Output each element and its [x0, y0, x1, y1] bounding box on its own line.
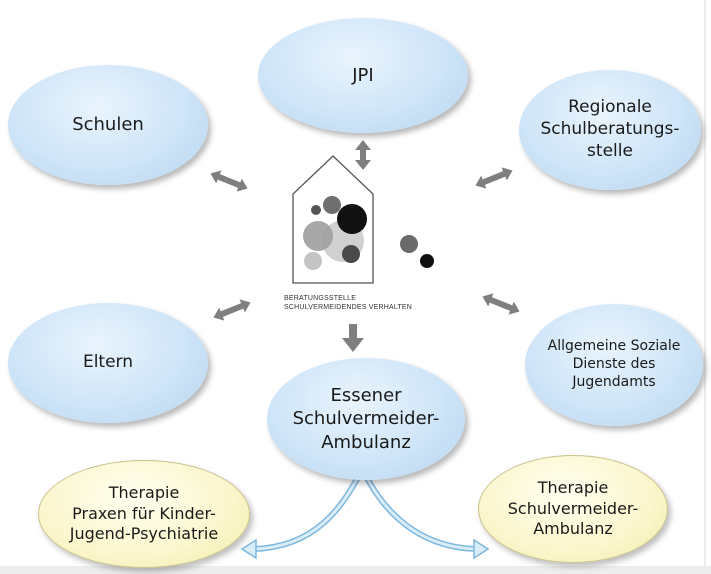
- connector-arrowhead-left: [240, 538, 257, 560]
- node-ambulanz-label: Essener Schulvermeider- Ambulanz: [292, 385, 440, 453]
- connector-arrows: [210, 140, 520, 352]
- therapy-connectors: [240, 471, 490, 560]
- arrow-eltern: [213, 299, 251, 321]
- logo-caption: BERATUNGSSTELLE SCHULVERMEIDENDES VERHAL…: [284, 294, 412, 312]
- arrow-schulen: [210, 170, 248, 192]
- node-allgemeine-soziale-dienste: Allgemeine Soziale Dienste des Jugendamt…: [525, 304, 703, 426]
- node-jpi-label: JPI: [352, 64, 374, 86]
- node-therapie-praxen: Therapie Praxen für Kinder- Jugend-Psych…: [38, 460, 250, 568]
- node-eltern: Eltern: [8, 303, 208, 423]
- node-regionale-schulberatungsstelle: Regionale Schulberatungs- stelle: [519, 70, 701, 190]
- node-jpi: JPI: [258, 18, 468, 133]
- node-asd-label: Allgemeine Soziale Dienste des Jugendamt…: [547, 338, 681, 390]
- node-therapie-ambulanz: Therapie Schulvermeider- Ambulanz: [478, 455, 668, 563]
- arrow-ambulanz: [342, 324, 364, 352]
- node-regionale-label: Regionale Schulberatungs- stelle: [540, 97, 680, 161]
- arrow-jpi: [355, 140, 371, 170]
- node-therapie-praxen-label: Therapie Praxen für Kinder- Jugend-Psych…: [69, 483, 219, 544]
- node-schulen: Schulen: [8, 65, 208, 185]
- arrow-asd: [482, 293, 520, 315]
- logo-line-2: SCHULVERMEIDENDES VERHALTEN: [284, 304, 413, 311]
- arrow-regionale: [475, 167, 513, 189]
- bottom-band: [0, 566, 711, 574]
- logo-emblem: [292, 155, 434, 284]
- connector-arrowhead-right: [473, 538, 490, 560]
- node-schulen-label: Schulen: [72, 114, 144, 136]
- node-eltern-label: Eltern: [82, 352, 134, 373]
- node-therapie-ambulanz-label: Therapie Schulvermeider- Ambulanz: [507, 478, 639, 539]
- logo-line-1: BERATUNGSSTELLE: [284, 295, 357, 302]
- node-essener-schulvermeider-ambulanz: Essener Schulvermeider- Ambulanz: [267, 358, 465, 480]
